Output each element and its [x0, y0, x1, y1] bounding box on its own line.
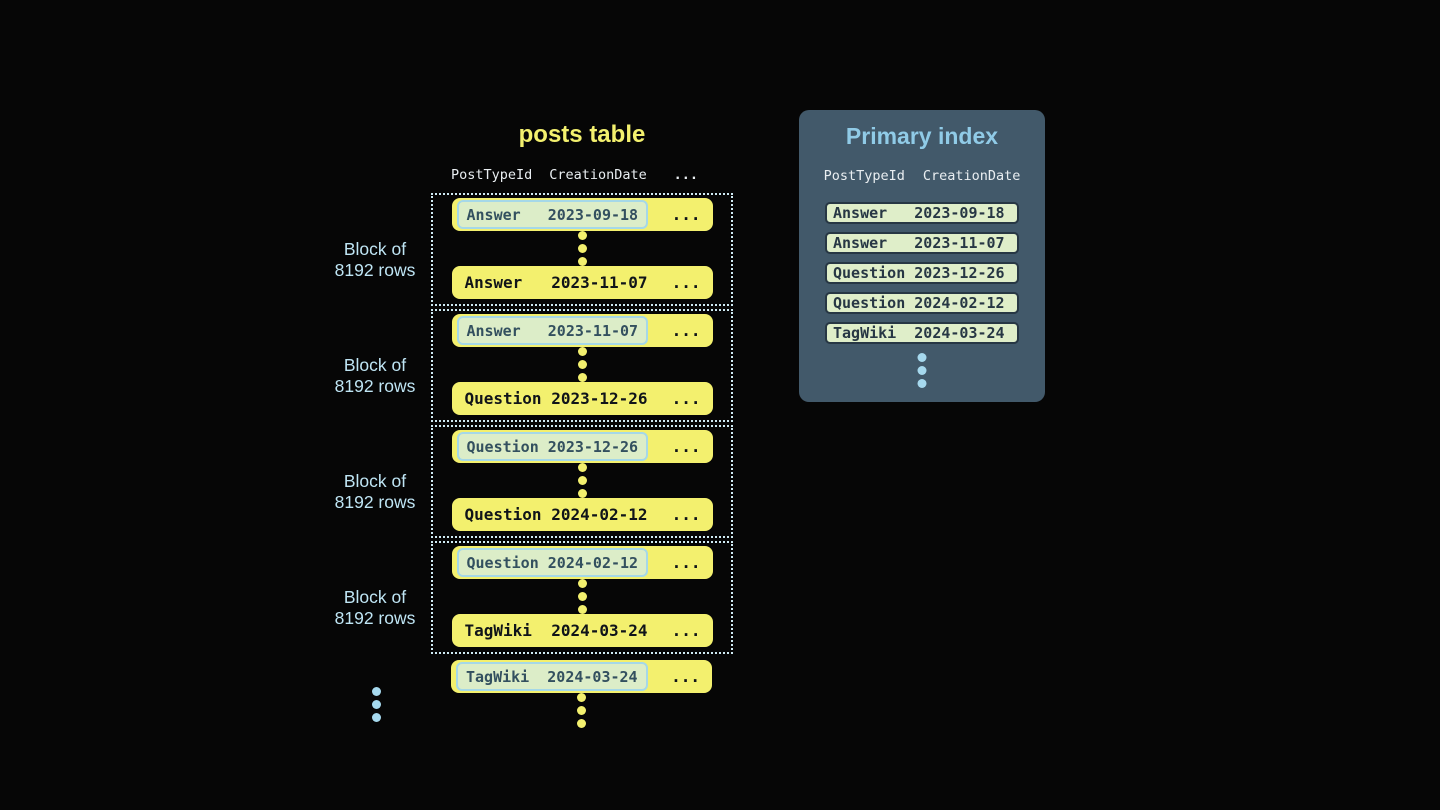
block-label-line1: Block of — [343, 471, 407, 491]
block-1-last-row: Answer 2023-11-07 ... — [451, 266, 713, 299]
row-ellipsis: ... — [671, 553, 701, 572]
row-post-type: Question — [466, 553, 539, 572]
block-label-line1: Block of — [343, 239, 407, 259]
column-header-posttypeid: PostTypeId — [823, 168, 905, 184]
index-continuation-dots-icon — [917, 353, 927, 388]
index-row: Question 2023-12-26 — [825, 262, 1019, 284]
primary-index-title: Primary index — [845, 123, 999, 149]
block-4: Question 2024-02-12 ... TagWiki 2024-03-24… — [431, 541, 733, 654]
row-post-type: Answer — [833, 234, 888, 252]
column-header-ellipsis: ... — [673, 167, 698, 183]
row-creation-date: 2023-11-07 — [547, 321, 639, 340]
index-row: Answer 2023-09-18 — [825, 202, 1019, 224]
row-creation-date: 2023-12-26 — [547, 437, 639, 456]
overflow-row: TagWiki 2024-03-24 ... — [451, 660, 712, 693]
block-1-label: Block of 8192 rows — [315, 239, 435, 281]
primary-index-panel: Primary index PostTypeId CreationDate An… — [799, 110, 1045, 402]
row-creation-date: 2023-09-18 — [914, 204, 1005, 222]
row-creation-date: 2023-12-26 — [914, 264, 1005, 282]
row-ellipsis: ... — [671, 205, 701, 224]
highlight-chip: Question 2023-12-26 — [456, 432, 649, 461]
block-3-last-row: Question 2024-02-12 ... — [451, 498, 713, 531]
column-header-creationdate: CreationDate — [922, 168, 1021, 184]
block-2-last-row: Question 2023-12-26 ... — [451, 382, 713, 415]
column-header-posttypeid: PostTypeId — [451, 167, 533, 183]
index-row: TagWiki 2024-03-24 — [825, 322, 1019, 344]
row-creation-date: 2024-02-12 — [551, 505, 648, 524]
row-ellipsis: ... — [671, 667, 700, 686]
index-rows: Answer 2023-09-18 Answer 2023-11-07 Questi… — [799, 202, 1045, 344]
block-3: Question 2023-12-26 ... Question 2024-02-1… — [431, 425, 733, 538]
block-2-label: Block of 8192 rows — [315, 355, 435, 397]
row-creation-date: 2023-11-07 — [551, 273, 648, 292]
highlight-chip: Question 2024-02-12 — [456, 548, 649, 577]
vertical-dots-icon — [577, 347, 587, 382]
row-ellipsis: ... — [671, 621, 701, 640]
row-ellipsis: ... — [671, 505, 701, 524]
block-3-first-row: Question 2023-12-26 ... — [451, 430, 713, 463]
row-post-type: Question — [833, 264, 906, 282]
block-label-line2: 8192 rows — [334, 376, 416, 396]
row-creation-date: 2024-03-24 — [914, 324, 1005, 342]
row-ellipsis: ... — [671, 273, 701, 292]
row-ellipsis: ... — [671, 437, 701, 456]
posts-table-title: posts table — [518, 121, 646, 148]
primary-index-column-header: PostTypeId CreationDate — [799, 168, 1045, 184]
row-post-type: Question — [833, 294, 906, 312]
table-continuation-dots-icon — [577, 693, 586, 728]
posts-table-column-header: PostTypeId CreationDate ... — [451, 167, 712, 183]
row-creation-date: 2023-09-18 — [547, 205, 639, 224]
highlight-chip: TagWiki 2024-03-24 — [456, 662, 648, 691]
row-post-type: TagWiki — [464, 621, 532, 640]
column-header-creationdate: CreationDate — [549, 167, 647, 183]
block-4-first-row: Question 2024-02-12 ... — [451, 546, 713, 579]
row-creation-date: 2023-11-07 — [914, 234, 1005, 252]
row-post-type: TagWiki — [466, 667, 530, 686]
row-post-type: Question — [464, 389, 542, 408]
row-post-type: Answer — [464, 273, 523, 292]
index-row: Question 2024-02-12 — [825, 292, 1019, 314]
row-creation-date: 2024-02-12 — [547, 553, 639, 572]
block-4-last-row: TagWiki 2024-03-24 ... — [451, 614, 713, 647]
row-creation-date: 2023-12-26 — [551, 389, 648, 408]
row-post-type: Answer — [466, 321, 521, 340]
row-creation-date: 2024-03-24 — [551, 621, 648, 640]
row-creation-date: 2024-03-24 — [547, 667, 638, 686]
block-label-line1: Block of — [343, 587, 407, 607]
vertical-dots-icon — [577, 231, 587, 266]
blocks-continuation-dots-icon — [372, 687, 381, 722]
vertical-dots-icon — [577, 579, 587, 614]
row-post-type: Answer — [466, 205, 521, 224]
row-post-type: TagWiki — [833, 324, 897, 342]
block-label-line2: 8192 rows — [334, 492, 416, 512]
block-4-label: Block of 8192 rows — [315, 587, 435, 629]
row-post-type: Question — [466, 437, 539, 456]
row-ellipsis: ... — [671, 389, 701, 408]
block-1-first-row: Answer 2023-09-18 ... — [451, 198, 713, 231]
row-post-type: Question — [464, 505, 542, 524]
vertical-dots-icon — [577, 463, 587, 498]
row-creation-date: 2024-02-12 — [914, 294, 1005, 312]
block-label-line1: Block of — [343, 355, 407, 375]
block-2-first-row: Answer 2023-11-07 ... — [451, 314, 713, 347]
index-row: Answer 2023-11-07 — [825, 232, 1019, 254]
block-1: Answer 2023-09-18 ... Answer 2023-11-07 ..… — [431, 193, 733, 306]
block-label-line2: 8192 rows — [334, 260, 416, 280]
block-3-label: Block of 8192 rows — [315, 471, 435, 513]
highlight-chip: Answer 2023-09-18 — [456, 200, 649, 229]
block-label-line2: 8192 rows — [334, 608, 416, 628]
row-ellipsis: ... — [671, 321, 701, 340]
row-post-type: Answer — [833, 204, 888, 222]
block-2: Answer 2023-11-07 ... Question 2023-12-26 … — [431, 309, 733, 422]
highlight-chip: Answer 2023-11-07 — [456, 316, 649, 345]
